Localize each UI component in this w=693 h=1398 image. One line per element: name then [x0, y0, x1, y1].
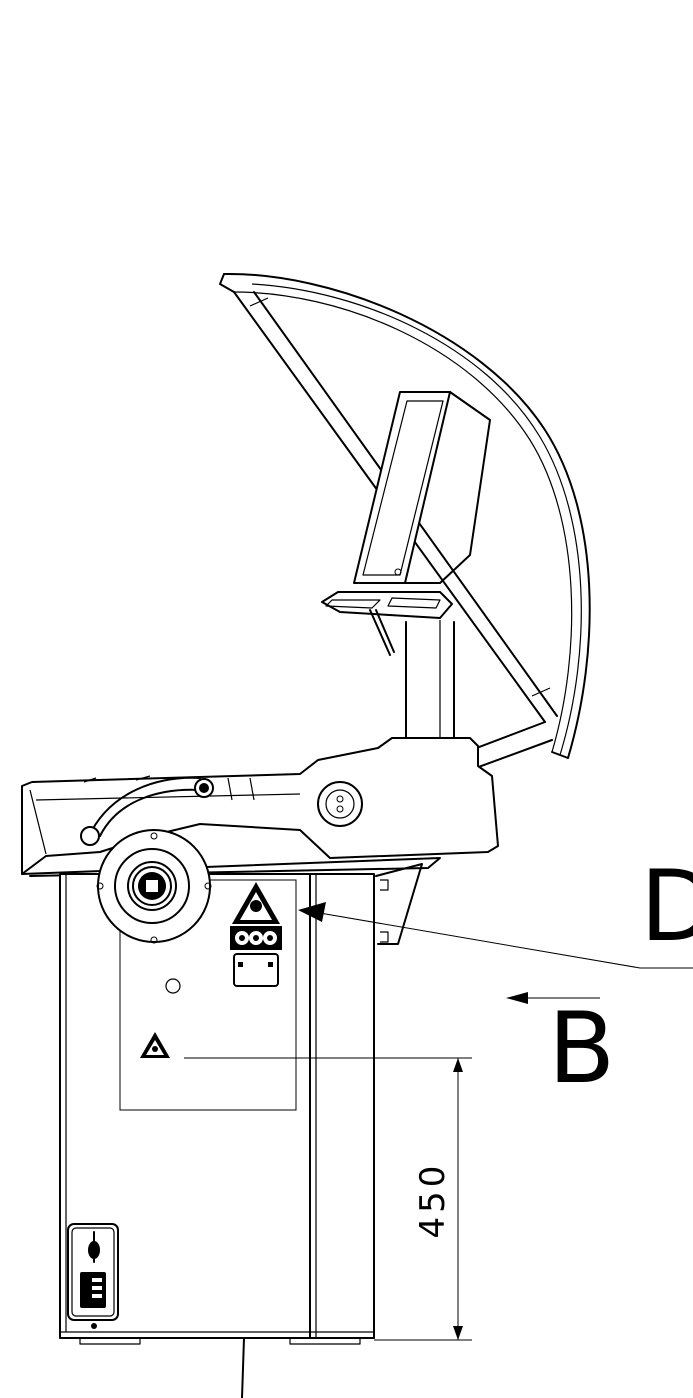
machine-top-deck [21, 737, 499, 877]
power-cable [241, 1337, 245, 1398]
dimension-450 [184, 1057, 472, 1341]
view-d-leader [298, 902, 693, 969]
power-plate [67, 1223, 119, 1329]
view-d-label: D [640, 850, 693, 964]
section-b-label: B [548, 992, 615, 1106]
tray-and-column [321, 591, 455, 739]
section-b-arrow [506, 992, 600, 1004]
dimension-450-label: 450 [413, 1162, 453, 1239]
warning-label [230, 882, 282, 987]
shaft-flange [96, 829, 212, 944]
small-warning-icon [140, 1032, 170, 1058]
access-hole [165, 978, 181, 994]
monitor [353, 391, 491, 584]
